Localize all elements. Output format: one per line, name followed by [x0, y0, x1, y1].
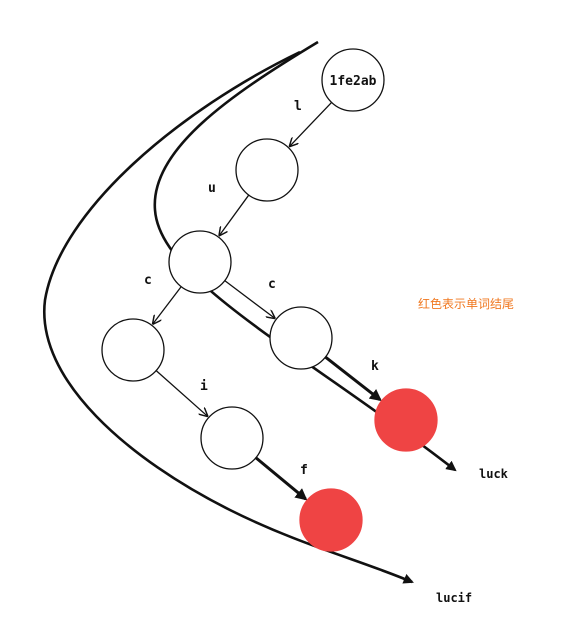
- edge-label-luc_left-luci: i: [200, 379, 208, 394]
- word-label-lucif: lucif: [436, 591, 472, 605]
- node-label-root: 1fe2ab: [330, 74, 377, 89]
- edge-label-lu-luc_right: c: [268, 277, 276, 292]
- edge-l-lu: [219, 194, 250, 235]
- edge-label-luci-lucif: f: [300, 463, 308, 478]
- traversal-curve-luck: [153, 40, 457, 472]
- trie-node-luck: [374, 388, 438, 452]
- edge-luci-lucif: [254, 456, 308, 501]
- legend-note: 红色表示单词结尾: [418, 296, 514, 311]
- trie-node-lu: [168, 230, 232, 294]
- trie-node-l: [235, 138, 299, 202]
- trie-node-lucif: [299, 488, 363, 552]
- nodes-layer: 1fe2ab: [101, 48, 438, 552]
- trie-node-luci: [200, 406, 264, 470]
- edge-luc_right-luck: [324, 355, 382, 402]
- edge-label-luc_right-luck: k: [371, 359, 379, 374]
- edge-luc_left-luci: [155, 370, 207, 416]
- words-layer: luck lucif: [436, 467, 509, 605]
- edge-lu-luc_left: [153, 286, 182, 324]
- edge-label-root-l: l: [294, 99, 302, 114]
- edge-root-l: [290, 101, 333, 146]
- edge-lu-luc_right: [224, 280, 275, 319]
- traversal-curve-lucif: [42, 50, 414, 584]
- trie-node-root: [321, 48, 385, 112]
- word-label-luck: luck: [479, 467, 509, 481]
- edge-label-lu-luc_left: c: [144, 273, 152, 288]
- edge-label-l-lu: u: [208, 181, 216, 196]
- trie-node-luc_right: [269, 306, 333, 370]
- edges-layer: l u c c i k f: [144, 99, 382, 501]
- trie-node-luc_left: [101, 318, 165, 382]
